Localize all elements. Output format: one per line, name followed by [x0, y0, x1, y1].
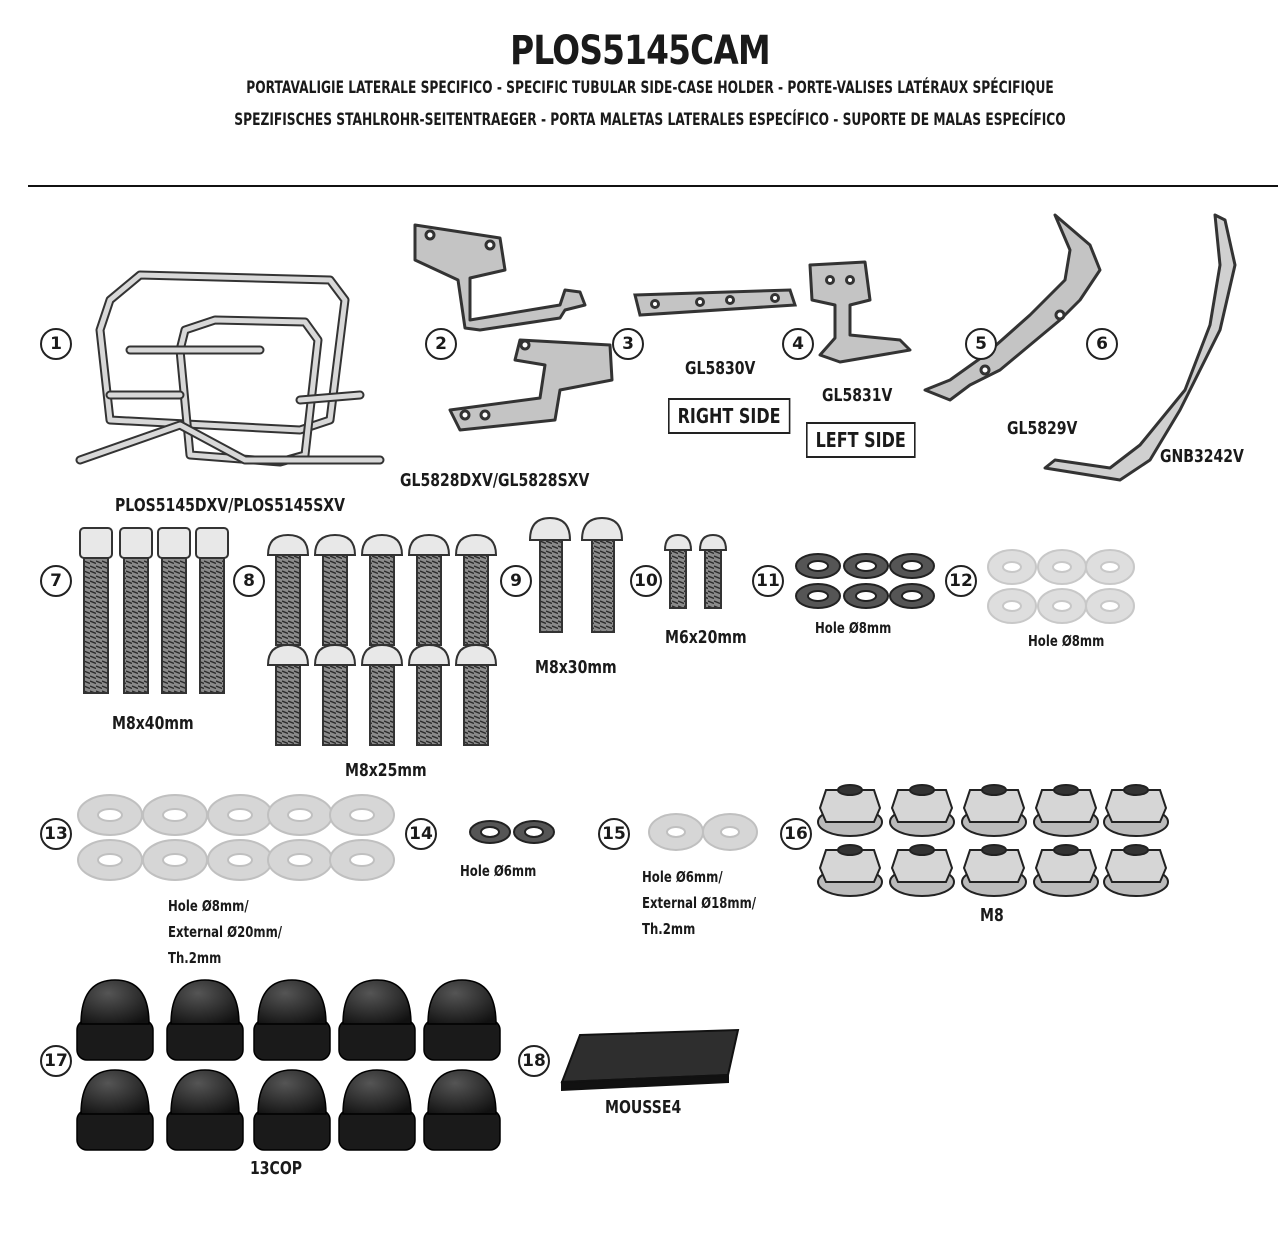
bracket-gl5831v-drawing: [808, 260, 912, 364]
item-number-2: 2: [425, 328, 457, 360]
label-plos5145: PLOS5145DXV/PLOS5145SXV: [115, 495, 346, 516]
spring-washers-14-drawing: [469, 820, 555, 844]
right-side-box: RIGHT SIDE: [668, 398, 791, 434]
flange-nuts-drawing: [817, 784, 1169, 897]
item-number-16: 16: [780, 818, 812, 850]
subtitle-line-1: PORTAVALIGIE LATERALE SPECIFICO - SPECIF…: [246, 78, 1054, 98]
label-m8x30: M8x30mm: [535, 657, 617, 678]
flat-washers-12-drawing: [987, 549, 1135, 624]
label-item-13-line2: External Ø20mm/: [168, 923, 283, 941]
label-item-13-line3: Th.2mm: [168, 949, 222, 967]
header-divider: [28, 185, 1278, 187]
item-number-4: 4: [782, 328, 814, 360]
side-frame-drawing: [75, 270, 385, 467]
label-gl5830v: GL5830V: [685, 358, 756, 379]
plate-gl5830v-drawing: [633, 288, 798, 317]
left-side-box: LEFT SIDE: [806, 422, 916, 458]
label-m6x20: M6x20mm: [665, 627, 747, 648]
label-item-14: Hole Ø6mm: [460, 862, 537, 880]
item-number-7: 7: [40, 565, 72, 597]
label-item-13-line1: Hole Ø8mm/: [168, 897, 249, 915]
label-m8x40: M8x40mm: [112, 713, 194, 734]
item-number-11: 11: [752, 565, 784, 597]
label-gl5829v: GL5829V: [1007, 418, 1078, 439]
strap-gnb3242v-drawing: [1043, 213, 1237, 482]
item-number-9: 9: [500, 565, 532, 597]
bolt-caps-drawing: [76, 979, 501, 1151]
item-number-15: 15: [598, 818, 630, 850]
item-number-17: 17: [40, 1045, 72, 1077]
item-number-10: 10: [630, 565, 662, 597]
kit-title: PLOS5145CAM: [510, 28, 770, 74]
item-number-12: 12: [945, 565, 977, 597]
label-gnb3242v: GNB3242V: [1160, 446, 1244, 467]
item-number-8: 8: [233, 565, 265, 597]
bolts-m8x30-drawing: [528, 516, 624, 633]
label-item-15-line1: Hole Ø6mm/: [642, 868, 723, 886]
bolts-m6x20-drawing: [663, 533, 728, 609]
flat-washers-15-drawing: [648, 813, 758, 851]
item-number-1: 1: [40, 328, 72, 360]
item-number-5: 5: [965, 328, 997, 360]
flat-washers-13-drawing: [77, 794, 395, 881]
label-item-12: Hole Ø8mm: [1028, 632, 1105, 650]
bolts-m8x40-drawing: [79, 527, 229, 694]
spring-washers-drawing: [795, 553, 935, 609]
item-number-6: 6: [1086, 328, 1118, 360]
item-number-18: 18: [518, 1045, 550, 1077]
item-number-13: 13: [40, 818, 72, 850]
bolts-m8x25-drawing: [266, 533, 498, 746]
label-item-11: Hole Ø8mm: [815, 619, 892, 637]
foam-pad-drawing: [560, 1028, 740, 1092]
label-m8x25: M8x25mm: [345, 760, 427, 781]
bracket-gl5828-drawing: [413, 223, 614, 432]
label-mousse4: MOUSSE4: [605, 1097, 682, 1118]
label-item-15-line2: External Ø18mm/: [642, 894, 757, 912]
label-m8-nut: M8: [980, 905, 1004, 926]
bracket-gl5829v-drawing: [923, 213, 1102, 402]
label-13cop: 13COP: [250, 1158, 303, 1179]
label-gl5828: GL5828DXV/GL5828SXV: [400, 470, 590, 491]
subtitle-line-2: SPEZIFISCHES STAHLROHR-SEITENTRAEGER - P…: [234, 110, 1066, 130]
item-number-3: 3: [612, 328, 644, 360]
item-number-14: 14: [405, 818, 437, 850]
label-item-15-line3: Th.2mm: [642, 920, 696, 938]
label-gl5831v: GL5831V: [822, 385, 893, 406]
